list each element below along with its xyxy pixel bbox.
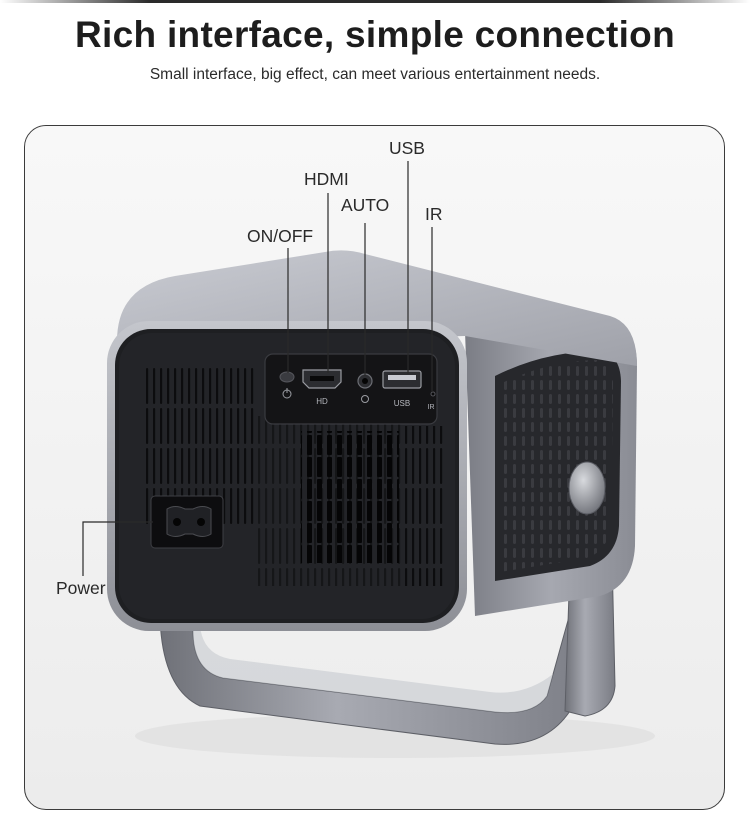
hdmi-callout-label: HDMI: [304, 169, 349, 189]
ir-callout-label: IR: [425, 204, 443, 224]
power-button: [279, 371, 295, 383]
usb-marking: USB: [394, 399, 410, 408]
page-title: Rich interface, simple connection: [75, 14, 675, 55]
on-off-callout-label: ON/OFF: [247, 226, 314, 246]
power-callout-label: Power: [56, 578, 106, 598]
ir-marking: IR: [428, 404, 435, 411]
rear-vent-right: [405, 426, 445, 586]
hd-marking: HD: [316, 397, 328, 406]
speaker-grille: [301, 431, 399, 563]
stand-highlight: [193, 626, 553, 713]
callout-lines: [82, 161, 433, 576]
projector-illustration: HD USB IR: [82, 161, 655, 758]
auto-callout-label: AUTO: [341, 195, 390, 215]
headphone-icon: [361, 395, 369, 403]
tilt-knob: [568, 461, 606, 515]
ir-receiver: [430, 391, 436, 397]
page-subtitle: Small interface, big effect, can meet va…: [149, 66, 601, 83]
usb-callout-label: USB: [389, 138, 425, 158]
port-strip: [264, 353, 438, 425]
product-frame: HD USB IR USB HDMI AUTO IR ON/OFF Power: [24, 125, 725, 810]
top-divider: [0, 0, 750, 3]
